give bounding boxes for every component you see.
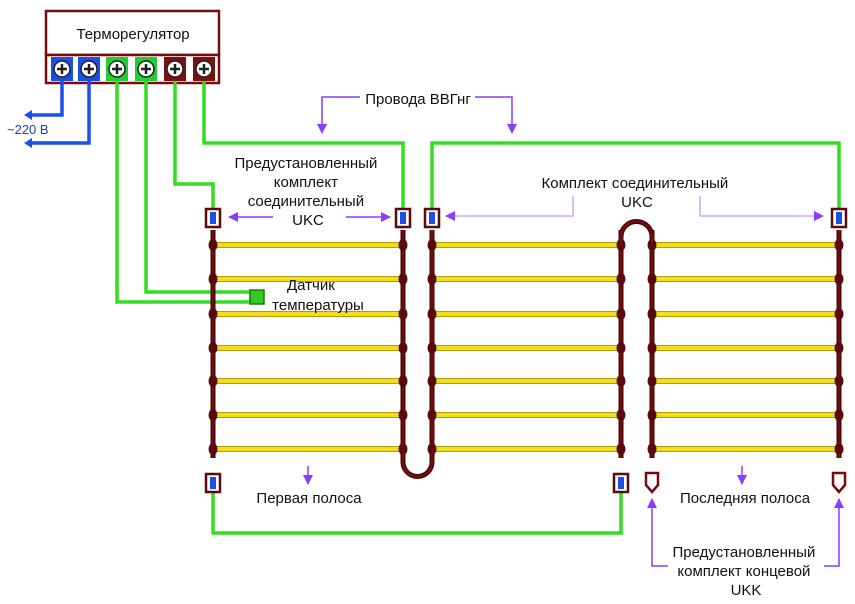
terminal-cross-icon <box>112 64 122 74</box>
power-wire-left <box>173 81 215 208</box>
strip-clip <box>208 308 218 320</box>
strip-clip <box>647 443 657 455</box>
strip-clip <box>647 409 657 421</box>
strip-clip <box>398 342 408 354</box>
ukc-connector-core <box>429 212 435 224</box>
sensor-line-2: температуры <box>272 297 364 314</box>
preset-ukc-label: Предустановленный комплект соединительны… <box>234 155 381 229</box>
connector-kit-line-1: Комплект соединительный <box>542 175 729 192</box>
connector-kit-line-2: UKC <box>621 194 653 211</box>
strip-clip <box>834 409 844 421</box>
ukc-connector-core <box>836 212 842 224</box>
thermostat: Терморегулятор <box>44 9 221 85</box>
preset-ukk-label: Предустановленный комплект концевой UKK <box>672 544 819 599</box>
sensor-wire-1 <box>115 81 250 304</box>
preset-ukk-line-1: Предустановленный <box>672 544 815 561</box>
supply-arrow-icon <box>24 110 32 120</box>
strip-clip <box>398 239 408 251</box>
strip-clip <box>616 409 626 421</box>
temperature-sensor <box>249 289 265 305</box>
strip-clip <box>427 375 437 387</box>
strip-clip <box>398 273 408 285</box>
return-wire-bottom <box>211 493 623 535</box>
terminal-cross-icon <box>141 64 151 74</box>
strip-clip <box>208 375 218 387</box>
heating-strips <box>204 207 848 494</box>
strip-clip <box>834 342 844 354</box>
strip-clip <box>208 342 218 354</box>
ukc-connector-core <box>618 477 624 489</box>
preset-ukk-arrow-right <box>824 498 844 567</box>
strip-clip <box>208 443 218 455</box>
supply-arrow-icon <box>24 138 32 148</box>
ukc-connector-core <box>210 477 216 489</box>
thermostat-title: Терморегулятор <box>76 26 189 43</box>
sensor-line-1: Датчик <box>287 277 335 294</box>
strip-clip <box>208 273 218 285</box>
preset-ukk-line-3: UKK <box>731 582 762 599</box>
strip-clip <box>834 375 844 387</box>
wiring <box>24 81 841 535</box>
strip-clip <box>427 308 437 320</box>
wires-arrow-right <box>475 96 517 134</box>
strip-clip <box>834 239 844 251</box>
wires-label: Провода ВВГнг <box>365 91 471 108</box>
preset-ukc-line-4: UKC <box>292 212 324 229</box>
strip-clip <box>427 273 437 285</box>
connector-kit-arrow-right <box>699 196 824 221</box>
preset-ukc-line-3: соединительный <box>248 193 364 210</box>
return-wire-top <box>430 141 841 208</box>
thermostat-terminal-strip <box>44 53 221 85</box>
thermostat-body <box>44 9 221 57</box>
ukk-end-cap-icon <box>644 471 660 494</box>
strip-clip <box>647 308 657 320</box>
strip-clip <box>398 308 408 320</box>
supply-wire-2 <box>28 81 91 145</box>
bottom-loop-core <box>401 449 434 478</box>
connector-kit-arrow-left <box>445 196 574 221</box>
strip-clip <box>616 375 626 387</box>
thermostat-terminals <box>51 57 215 81</box>
strip-clip <box>427 239 437 251</box>
terminal-cross-icon <box>199 64 209 74</box>
preset-ukk-arrow-left <box>647 498 668 567</box>
strip-clip <box>616 443 626 455</box>
terminal-cross-icon <box>57 64 67 74</box>
strip-clip <box>616 273 626 285</box>
terminal-cross-icon <box>84 64 94 74</box>
strip-clip <box>208 239 218 251</box>
connector-kit-label: Комплект соединительный UKC <box>542 175 733 211</box>
strip-clip <box>647 375 657 387</box>
supply-voltage-label: ~220 В <box>7 122 49 137</box>
preset-ukc-line-2: комплект <box>274 174 338 191</box>
preset-ukk-line-2: комплект концевой <box>677 563 810 580</box>
strip-clip <box>398 409 408 421</box>
supply-wire-1 <box>28 81 64 117</box>
strip-clip <box>834 273 844 285</box>
ukc-connector-core <box>400 212 406 224</box>
strip-clip <box>647 273 657 285</box>
first-strip-label: Первая полоса <box>256 490 362 507</box>
ukc-connector-core <box>210 212 216 224</box>
callout-arrows <box>228 96 844 567</box>
ukk-end-cap-icon <box>831 471 847 494</box>
strip-clip <box>834 308 844 320</box>
wires-arrow-left <box>317 96 360 134</box>
power-wire-right <box>202 81 405 208</box>
strip-clip <box>208 409 218 421</box>
preset-ukc-line-1: Предустановленный <box>234 155 377 172</box>
strip-clip <box>398 375 408 387</box>
sensor-label: Датчик температуры <box>272 277 364 314</box>
strip-clip <box>616 308 626 320</box>
strip-clip <box>834 443 844 455</box>
strip-clip <box>616 342 626 354</box>
terminal-cross-icon <box>170 64 180 74</box>
sensor-wire-2 <box>144 81 250 294</box>
last-strip-label: Последняя полоса <box>680 490 811 507</box>
strip-clip <box>427 409 437 421</box>
strip-clip <box>647 342 657 354</box>
strip-clip <box>427 342 437 354</box>
top-loop-core <box>619 220 654 245</box>
